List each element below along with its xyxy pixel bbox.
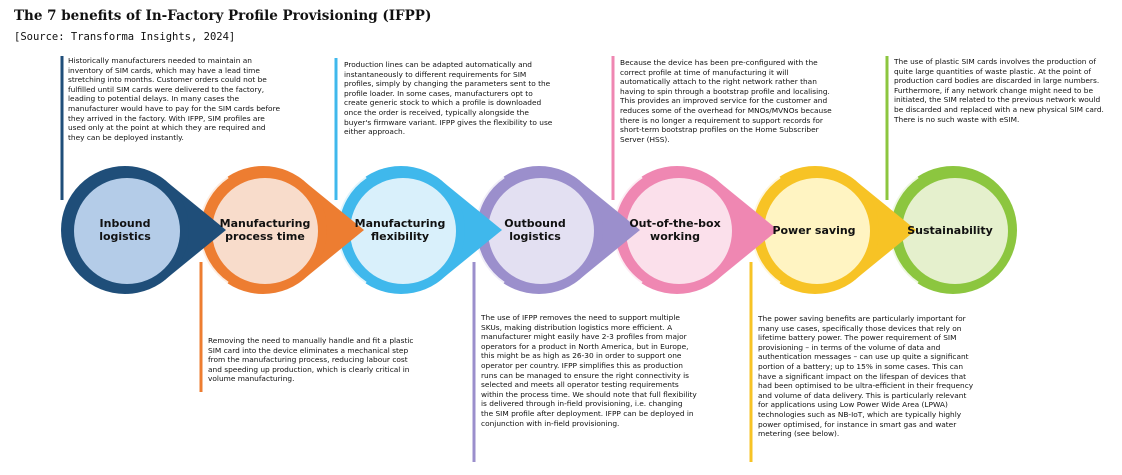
description-power-saving: The power saving benefits are particular… (758, 314, 974, 439)
circle-manufacturing-process-time (212, 178, 318, 284)
benefit-node-manufacturing-process-time (198, 166, 364, 294)
label-inbound-logistics: Inbound logistics (99, 217, 151, 243)
label-sustainability: Sustainability (907, 223, 993, 237)
description-manufacturing-flexibility: Production lines can be adapted automati… (344, 60, 553, 137)
benefit-node-out-of-the-box-working (612, 166, 778, 294)
label-out-of-the-box-working: Out-of-the-box working (629, 217, 721, 243)
benefit-node-power-saving (750, 166, 916, 294)
label-manufacturing-process-time: Manufacturing process time (219, 217, 311, 243)
label-manufacturing-flexibility: Manufacturing flexibility (354, 217, 446, 243)
description-out-of-the-box-working: Because the device has been pre-configur… (620, 58, 832, 144)
chart-title: The 7 benefits of In-Factory Profile Pro… (14, 8, 432, 24)
description-sustainability: The use of plastic SIM cards involves th… (894, 57, 1104, 124)
benefit-node-manufacturing-flexibility (336, 166, 502, 294)
circle-sustainability (902, 178, 1008, 284)
description-inbound-logistics: Historically manufacturers needed to mai… (68, 56, 280, 142)
benefit-node-outbound-logistics (474, 166, 640, 294)
description-outbound-logistics: The use of IFPP removes the need to supp… (481, 313, 697, 428)
circle-outbound-logistics (488, 178, 594, 284)
circle-manufacturing-flexibility (350, 178, 456, 284)
circle-power-saving (764, 178, 870, 284)
benefit-node-inbound-logistics (61, 166, 226, 294)
label-power-saving: Power saving (772, 223, 856, 237)
source-note: [Source: Transforma Insights, 2024] (14, 31, 236, 43)
description-manufacturing-process-time: Removing the need to manually handle and… (208, 336, 414, 384)
label-outbound-logistics: Outbound logistics (504, 217, 566, 243)
benefit-node-sustainability (888, 166, 1017, 294)
circle-out-of-the-box-working (626, 178, 732, 284)
circle-inbound-logistics (74, 178, 180, 284)
